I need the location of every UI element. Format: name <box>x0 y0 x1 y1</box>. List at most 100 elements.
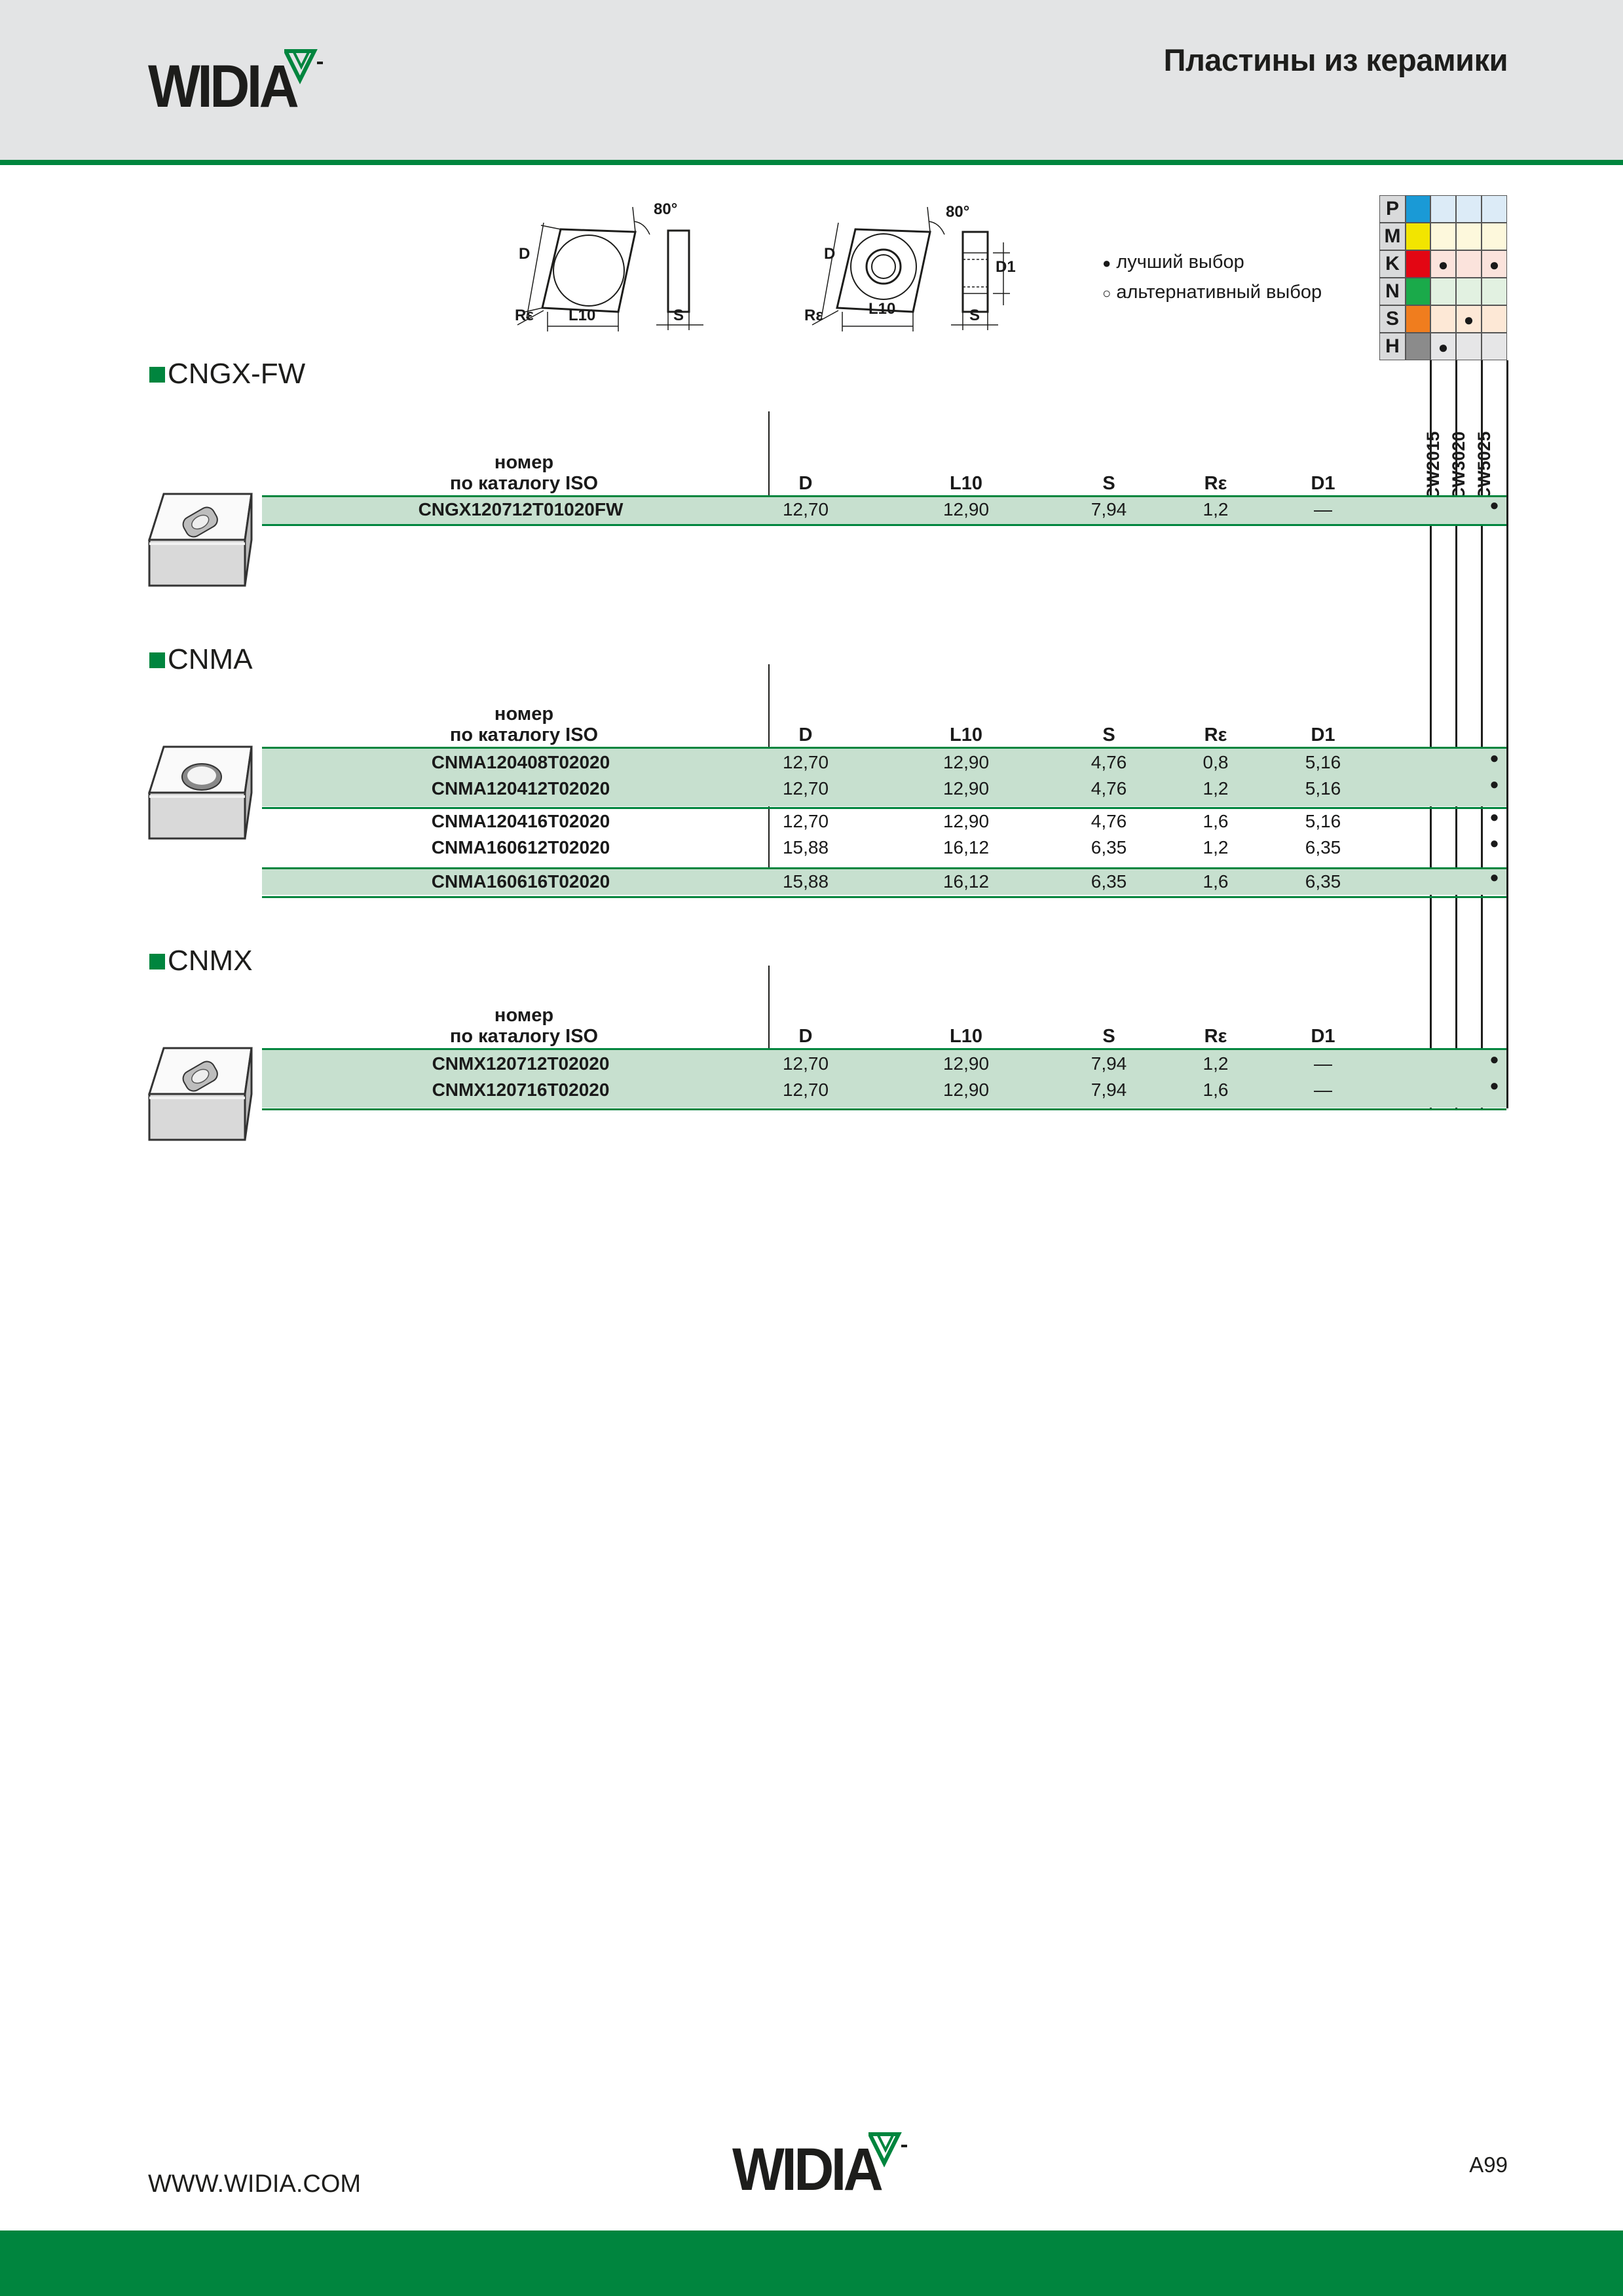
row-shading <box>262 867 1506 895</box>
iso-grade-cell <box>1482 333 1507 360</box>
code-column-separator <box>768 411 770 524</box>
grade-column-line <box>1430 360 1432 1108</box>
d-label: D <box>824 245 836 263</box>
footer-url[interactable]: WWW.WIDIA.COM <box>148 2170 362 2198</box>
iso-code: CNMA120416T02020 <box>431 811 610 831</box>
iso-grade-cell: ● <box>1456 305 1482 333</box>
grade-mark-cw5025: ● <box>1489 749 1499 767</box>
column-header-l10: L10 <box>950 473 982 494</box>
green-square-icon <box>149 367 165 383</box>
table-row: CNMA120412T02020 12,70 12,90 4,76 1,2 5,16 ● <box>0 776 1623 804</box>
cell-l10: 12,90 <box>942 778 990 799</box>
cell-d: 15,88 <box>782 871 829 892</box>
angle-label: 80° <box>946 203 970 221</box>
row-shading <box>262 497 1506 524</box>
insert-icon <box>147 745 253 840</box>
column-header-d1: D1 <box>1311 473 1335 494</box>
cell-s: 4,76 <box>1091 811 1127 831</box>
row-shading <box>262 1050 1506 1108</box>
iso-grade-cell <box>1482 195 1507 223</box>
row-shading <box>262 749 1506 806</box>
cell-d: 12,70 <box>782 811 829 831</box>
logo-text: WIDIA <box>148 53 299 120</box>
cell-re: 1,2 <box>1203 778 1229 799</box>
column-header-re: Rε <box>1204 1026 1227 1047</box>
section-title-text: CNMA <box>168 643 253 675</box>
cell-d: 12,70 <box>782 752 829 772</box>
iso-grade-cell <box>1430 195 1456 223</box>
l10-label: L10 <box>868 300 896 318</box>
column-header-s: S <box>1102 1026 1115 1047</box>
iso-code: CNMA120412T02020 <box>431 778 610 799</box>
cell-l10: 16,12 <box>942 871 990 892</box>
row-rule <box>262 867 1506 869</box>
header-rule <box>262 747 1506 749</box>
grade-mark-cw5025: ● <box>1489 776 1499 793</box>
iso-grade-cell <box>1430 278 1456 305</box>
logo-text: WIDIA <box>732 2136 884 2203</box>
s-label: S <box>673 307 684 324</box>
section-title-text: CNGX-FW <box>168 358 306 390</box>
column-header-d1: D1 <box>1311 725 1335 745</box>
iso-grade-cell <box>1482 223 1507 250</box>
grade-label: CW2015 <box>1423 431 1443 500</box>
filled-dot-icon: ● <box>1102 255 1111 271</box>
cell-s: 4,76 <box>1091 778 1127 799</box>
cell-d: 12,70 <box>782 1053 829 1074</box>
cell-d1: 6,35 <box>1305 837 1341 857</box>
header-rule <box>0 160 1623 165</box>
grade-header-cw5025: CW5025 <box>1474 367 1507 500</box>
legend-alternative: ○ альтернативный выбор <box>1102 282 1322 303</box>
iso-color-swatch <box>1406 278 1430 305</box>
cell-re: 1,2 <box>1203 1053 1229 1074</box>
cell-s: 7,94 <box>1091 1053 1127 1074</box>
cell-d1: 5,16 <box>1305 811 1341 831</box>
grade-column-line <box>1506 360 1508 1108</box>
hollow-dot-icon: ○ <box>1102 285 1111 301</box>
column-header-s: S <box>1102 725 1115 745</box>
iso-row-s: S● <box>1379 305 1508 333</box>
grade-label: CW5025 <box>1474 431 1494 500</box>
iso-color-swatch <box>1406 333 1430 360</box>
cell-d: 12,70 <box>782 778 829 799</box>
grade-column-line <box>1481 360 1483 1108</box>
cell-re: 1,2 <box>1203 837 1229 857</box>
row-rule <box>262 1108 1506 1110</box>
section-title-text: CNMX <box>168 945 253 977</box>
iso-code: CNMA120408T02020 <box>431 752 610 772</box>
cell-s: 6,35 <box>1091 871 1127 892</box>
iso-grade-cell <box>1456 223 1482 250</box>
footer-widia-logo: WIDIA <box>732 2132 907 2203</box>
column-header-l10: L10 <box>950 1026 982 1047</box>
s-label: S <box>969 307 980 324</box>
grade-mark-cw5025: ● <box>1489 835 1499 852</box>
insert-image <box>147 745 253 847</box>
iso-letter: M <box>1379 223 1406 250</box>
cell-d: 15,88 <box>782 837 829 857</box>
column-header-d: D <box>798 473 813 494</box>
insert-icon <box>147 493 253 587</box>
widia-logo: WIDIA <box>148 49 323 120</box>
iso-row-k: K●● <box>1379 250 1508 278</box>
l10-label: L10 <box>569 307 596 324</box>
column-header-s: S <box>1102 473 1115 494</box>
iso-grade-cell <box>1430 223 1456 250</box>
insert-icon <box>147 1047 253 1141</box>
cell-d1: — <box>1314 1080 1332 1100</box>
green-square-icon <box>149 954 165 969</box>
cell-d1: 5,16 <box>1305 778 1341 799</box>
iso-code: CNMX120716T02020 <box>432 1080 610 1100</box>
section-title: CNGX-FW <box>149 358 305 390</box>
cell-re: 1,6 <box>1203 871 1229 892</box>
iso-letter: K <box>1379 250 1406 278</box>
cell-d1: 5,16 <box>1305 752 1341 772</box>
iso-header-line1: номер <box>494 452 554 473</box>
iso-header-line2: по каталогу ISO <box>449 1026 599 1047</box>
legend-best: ● лучший выбор <box>1102 252 1244 273</box>
iso-header-line2: по каталогу ISO <box>449 473 599 494</box>
cell-l10: 12,90 <box>942 752 990 772</box>
